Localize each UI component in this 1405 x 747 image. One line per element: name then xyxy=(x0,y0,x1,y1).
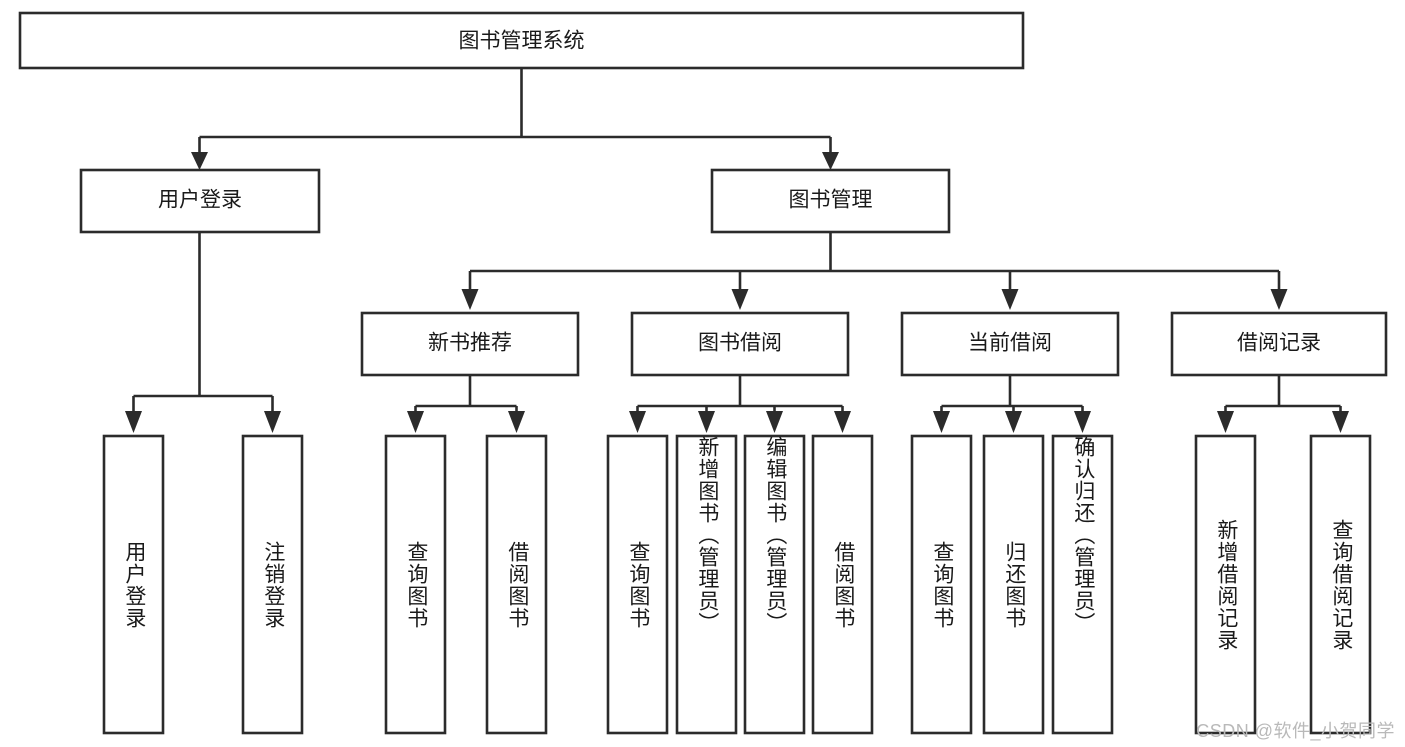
node-root[interactable]: 图书管理系统 xyxy=(18,11,1025,70)
node-current-borrow-rect[interactable] xyxy=(900,311,1120,377)
node-borrow-record-rect[interactable] xyxy=(1170,311,1388,377)
leaf-rect-borrow-book-1[interactable] xyxy=(485,434,548,735)
node-borrow-record[interactable]: 借阅记录 xyxy=(1170,311,1388,377)
arrow-head-new-book-rec xyxy=(461,289,479,310)
node-current-borrow[interactable]: 当前借阅 xyxy=(900,311,1120,377)
arrow-head-leaf-borrow-book-2 xyxy=(834,411,851,433)
arrow-head-leaf-logout xyxy=(264,411,281,433)
leaf-rect-user-login[interactable] xyxy=(102,434,165,735)
arrow-head-borrow-record xyxy=(1270,289,1288,310)
node-user-login-rect[interactable] xyxy=(79,168,321,234)
connector-layer xyxy=(125,68,1349,433)
leaf-rect-add-book[interactable] xyxy=(675,434,738,735)
node-user-login-label: 用户登录 xyxy=(158,189,242,212)
arrow-head-user-login xyxy=(191,152,208,170)
node-layer: 图书管理系统 用户登录 图书管理 新书推荐 图书借阅 当前 xyxy=(18,11,1388,735)
arrow-head-leaf-return-book xyxy=(1005,411,1022,433)
leaf-rect-query-book-3[interactable] xyxy=(910,434,973,735)
leaf-rect-return-book[interactable] xyxy=(982,434,1045,735)
node-book-borrow[interactable]: 图书借阅 xyxy=(630,311,850,377)
node-borrow-record-label: 借阅记录 xyxy=(1237,332,1321,355)
node-book-manage-label: 图书管理 xyxy=(789,189,873,212)
node-root-label: 图书管理系统 xyxy=(459,30,585,53)
arrow-head-book-manage xyxy=(822,152,839,170)
arrow-head-leaf-user-login xyxy=(125,411,142,433)
arrow-head-leaf-query-book-1 xyxy=(407,411,424,433)
leaf-rect-add-record[interactable] xyxy=(1194,434,1257,735)
node-new-book-rec-label: 新书推荐 xyxy=(428,332,512,355)
arrow-head-book-borrow xyxy=(731,289,749,310)
arrow-head-leaf-query-book-3 xyxy=(933,411,950,433)
node-book-manage[interactable]: 图书管理 xyxy=(710,168,951,234)
node-root-rect[interactable] xyxy=(18,11,1025,70)
node-book-manage-rect[interactable] xyxy=(710,168,951,234)
arrow-head-leaf-edit-book xyxy=(766,411,783,433)
arrow-head-leaf-borrow-book-1 xyxy=(508,411,525,433)
arrow-head-current-borrow xyxy=(1001,289,1019,310)
arrow-head-leaf-query-book-2 xyxy=(629,411,646,433)
leaf-rect-query-book-2[interactable] xyxy=(606,434,669,735)
node-new-book-rec-rect[interactable] xyxy=(360,311,580,377)
leaf-rect-borrow-book-2[interactable] xyxy=(811,434,874,735)
leaf-rect-edit-book[interactable] xyxy=(743,434,806,735)
leaf-rect-query-record[interactable] xyxy=(1309,434,1372,735)
node-current-borrow-label: 当前借阅 xyxy=(968,332,1052,355)
leaf-rect-query-book-1[interactable] xyxy=(384,434,447,735)
arrow-head-leaf-add-book xyxy=(698,411,715,433)
arrow-head-leaf-confirm-return xyxy=(1074,411,1091,433)
arrow-head-leaf-add-record xyxy=(1217,411,1234,433)
node-book-borrow-rect[interactable] xyxy=(630,311,850,377)
node-user-login[interactable]: 用户登录 xyxy=(79,168,321,234)
leaf-rect-logout[interactable] xyxy=(241,434,304,735)
node-book-borrow-label: 图书借阅 xyxy=(698,332,782,355)
node-new-book-rec[interactable]: 新书推荐 xyxy=(360,311,580,377)
arrow-head-leaf-query-record xyxy=(1332,411,1349,433)
leaf-node-layer xyxy=(102,434,1372,735)
leaf-rect-confirm-return[interactable] xyxy=(1051,434,1114,735)
